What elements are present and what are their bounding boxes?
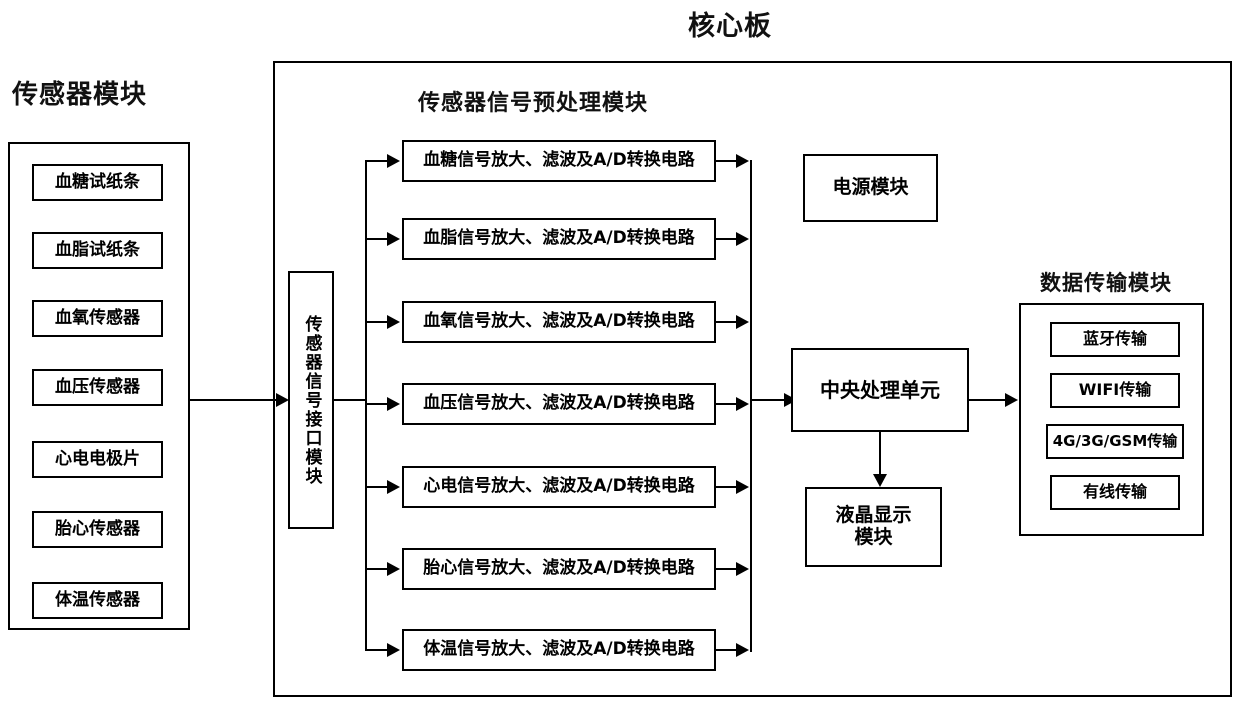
arrowhead-preprocess-7 bbox=[387, 643, 400, 657]
collect-stub-2 bbox=[716, 238, 736, 240]
arrowhead-collect-7 bbox=[736, 643, 749, 657]
preprocess-box-ecg[interactable]: 心电信号放大、滤波及A/D转换电路 bbox=[402, 466, 716, 508]
sensor-signal-interface-module[interactable]: 传感器信号接口模块 bbox=[288, 271, 334, 529]
connector-interface-to-bus bbox=[334, 399, 366, 401]
transmission-item-bluetooth[interactable]: 蓝牙传输 bbox=[1050, 322, 1180, 357]
connector-bus-to-cpu bbox=[750, 399, 784, 401]
fanout-stub-1 bbox=[365, 160, 387, 162]
sensor-module-frame bbox=[8, 142, 190, 630]
power-module[interactable]: 电源模块 bbox=[803, 154, 938, 222]
arrowhead-preprocess-1 bbox=[387, 154, 400, 168]
sensor-item-fetal-heart-sensor[interactable]: 胎心传感器 bbox=[32, 511, 163, 548]
preprocess-box-blood-lipid[interactable]: 血脂信号放大、滤波及A/D转换电路 bbox=[402, 218, 716, 260]
preprocess-box-body-temperature[interactable]: 体温信号放大、滤波及A/D转换电路 bbox=[402, 629, 716, 671]
sensor-item-body-temperature-sensor[interactable]: 体温传感器 bbox=[32, 582, 163, 619]
arrowhead-collect-6 bbox=[736, 562, 749, 576]
collect-stub-1 bbox=[716, 160, 736, 162]
collection-bus-right bbox=[750, 160, 752, 652]
arrowhead-preprocess-3 bbox=[387, 315, 400, 329]
distribution-bus-left bbox=[365, 161, 367, 650]
preprocess-box-fetal-heart[interactable]: 胎心信号放大、滤波及A/D转换电路 bbox=[402, 548, 716, 590]
collect-stub-4 bbox=[716, 403, 736, 405]
arrowhead-preprocess-2 bbox=[387, 232, 400, 246]
collect-stub-5 bbox=[716, 486, 736, 488]
lcd-display-module-line2: 模块 bbox=[854, 526, 893, 548]
central-processing-unit[interactable]: 中央处理单元 bbox=[791, 348, 969, 432]
fanout-stub-6 bbox=[365, 568, 387, 570]
fanout-stub-7 bbox=[365, 649, 387, 651]
arrowhead-cpu-to-transmission bbox=[1005, 393, 1018, 407]
transmission-item-wired[interactable]: 有线传输 bbox=[1050, 475, 1180, 510]
collect-stub-7 bbox=[716, 649, 736, 651]
sensor-module-title: 传感器模块 bbox=[12, 80, 148, 110]
fanout-stub-3 bbox=[365, 321, 387, 323]
preprocess-box-blood-oxygen[interactable]: 血氧信号放大、滤波及A/D转换电路 bbox=[402, 301, 716, 343]
arrowhead-collect-3 bbox=[736, 315, 749, 329]
transmission-item-wifi[interactable]: WIFI传输 bbox=[1050, 373, 1180, 408]
connector-sensor-to-interface bbox=[190, 399, 276, 401]
arrowhead-preprocess-6 bbox=[387, 562, 400, 576]
sensor-item-blood-pressure-sensor[interactable]: 血压传感器 bbox=[32, 369, 163, 406]
sensor-item-blood-lipid-strip[interactable]: 血脂试纸条 bbox=[32, 232, 163, 269]
arrowhead-preprocess-4 bbox=[387, 397, 400, 411]
data-transmission-frame bbox=[1019, 303, 1204, 536]
connector-cpu-to-transmission bbox=[969, 399, 1005, 401]
fanout-stub-4 bbox=[365, 403, 387, 405]
fanout-stub-2 bbox=[365, 238, 387, 240]
sensor-item-blood-oxygen-sensor[interactable]: 血氧传感器 bbox=[32, 300, 163, 337]
collect-stub-3 bbox=[716, 321, 736, 323]
core-board-title: 核心板 bbox=[688, 11, 772, 42]
preprocess-box-blood-glucose[interactable]: 血糖信号放大、滤波及A/D转换电路 bbox=[402, 140, 716, 182]
lcd-display-module-line1: 液晶显示 bbox=[835, 504, 912, 527]
arrowhead-sensor-to-interface bbox=[276, 393, 289, 407]
connector-cpu-to-display bbox=[879, 432, 881, 474]
core-board-frame bbox=[273, 61, 1232, 697]
transmission-item-cellular[interactable]: 4G/3G/GSM传输 bbox=[1046, 424, 1184, 459]
sensor-item-ecg-electrode[interactable]: 心电电极片 bbox=[32, 441, 163, 478]
arrowhead-preprocess-5 bbox=[387, 480, 400, 494]
arrowhead-collect-4 bbox=[736, 397, 749, 411]
arrowhead-cpu-to-display bbox=[873, 474, 887, 487]
fanout-stub-5 bbox=[365, 486, 387, 488]
preprocess-module-title: 传感器信号预处理模块 bbox=[418, 91, 649, 116]
sensor-item-blood-glucose-strip[interactable]: 血糖试纸条 bbox=[32, 164, 163, 201]
interface-module-label: 传感器信号接口模块 bbox=[301, 314, 322, 486]
arrowhead-collect-5 bbox=[736, 480, 749, 494]
arrowhead-collect-1 bbox=[736, 154, 749, 168]
preprocess-box-blood-pressure[interactable]: 血压信号放大、滤波及A/D转换电路 bbox=[402, 383, 716, 425]
lcd-display-module[interactable]: 液晶显示 模块 bbox=[805, 487, 942, 567]
collect-stub-6 bbox=[716, 568, 736, 570]
arrowhead-collect-2 bbox=[736, 232, 749, 246]
data-transmission-title: 数据传输模块 bbox=[1040, 271, 1172, 295]
